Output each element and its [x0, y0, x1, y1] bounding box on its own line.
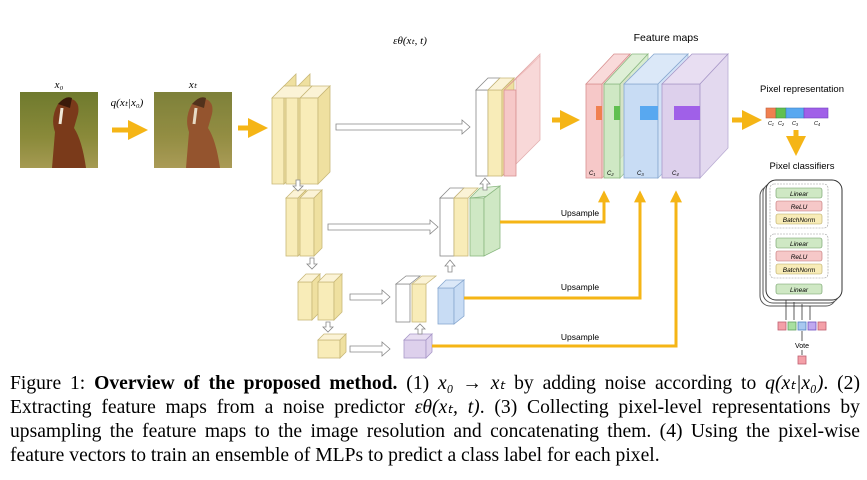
mlp-layer-batchnorm-2: BatchNorm — [783, 267, 816, 274]
input-image-x0 — [20, 92, 98, 168]
mlp-layer-linear-3: Linear — [790, 287, 809, 294]
caption-part-3: . (2) Extracting feature maps from a noi… — [10, 373, 860, 418]
channel-label-c1: C₁ — [589, 171, 595, 177]
tick-c4: C₄ — [814, 121, 820, 127]
encoder-block-3 — [297, 273, 343, 321]
caption-part-1: (1) — [397, 373, 438, 394]
label-upsample-1: Upsample — [561, 208, 600, 218]
decoder-block-3 — [394, 275, 466, 325]
decoder-block-1 — [475, 53, 541, 177]
caption-part-2: by adding noise according to — [505, 373, 766, 394]
caption-prefix: Figure 1: — [10, 373, 95, 394]
channel-label-c3: C₃ — [637, 171, 644, 177]
tick-c2: C₂ — [778, 121, 785, 127]
label-xt: xₜ — [188, 79, 198, 91]
encoder-block-2 — [285, 189, 323, 257]
channel-labels: C₁ C₂ C₃ C₄ — [589, 171, 679, 177]
label-upsample-3: Upsample — [561, 332, 600, 342]
mlp-ensemble: Linear ReLU BatchNorm Linear ReLU BatchN… — [759, 179, 843, 307]
mlp-layer-linear-1: Linear — [790, 191, 809, 198]
figure-caption: Figure 1: Overview of the proposed metho… — [10, 372, 860, 468]
decoder-block-2 — [439, 185, 502, 257]
label-pixel-representation: Pixel representation — [760, 84, 844, 95]
encoder-block-1 — [271, 73, 331, 185]
mlp-layer-batchnorm-1: BatchNorm — [783, 217, 816, 224]
label-feature-maps: Feature maps — [634, 32, 699, 44]
label-pixel-classifiers: Pixel classifiers — [770, 161, 835, 172]
caption-math-3: εθ(xₜ, t) — [414, 397, 480, 418]
channel-label-c4: C₄ — [672, 171, 679, 177]
horse-picture — [52, 97, 86, 168]
vote-outputs — [777, 321, 827, 331]
up-arrows — [414, 177, 491, 335]
caption-math-2: q(xₜ|x₀) — [765, 373, 824, 394]
decoder-block-4 — [403, 333, 433, 359]
label-vote: Vote — [795, 343, 809, 350]
noisy-image-xt — [154, 92, 232, 168]
vote-lines — [785, 300, 811, 320]
encoder-block-4 — [317, 333, 347, 359]
label-eps: εθ(xₜ, t) — [393, 35, 427, 47]
label-x0: x₀ — [54, 79, 64, 91]
feature-map-c4 — [661, 52, 729, 180]
mlp-layer-relu-2: ReLU — [791, 254, 808, 261]
pixel-representation-vector — [765, 107, 829, 119]
caption-math-1: x₀ → xₜ — [438, 373, 506, 394]
channel-label-c2: C₂ — [607, 171, 614, 177]
feature-map-stack — [585, 52, 729, 180]
mlp-layer-relu-1: ReLU — [791, 204, 808, 211]
down-arrows — [292, 179, 334, 333]
final-prediction — [797, 355, 807, 365]
skip-connections — [327, 119, 471, 357]
caption-part-4: . (3) Collecting pixel-level representat… — [10, 397, 860, 466]
mlp-layer-linear-2: Linear — [790, 241, 809, 248]
tick-c1: C₁ — [768, 121, 774, 127]
label-upsample-2: Upsample — [561, 282, 600, 292]
tick-c3: C₃ — [792, 121, 799, 127]
caption-title: Overview of the proposed method. — [94, 373, 398, 394]
pixel-rep-ticks: C₁ C₂ C₃ C₄ — [768, 121, 820, 127]
upsample-paths — [432, 190, 682, 348]
label-q: q(xₜ|x₀) — [111, 97, 144, 109]
method-overview-figure: x₀ q(xₜ|x₀) xₜ εθ(xₜ, t) — [20, 32, 844, 365]
